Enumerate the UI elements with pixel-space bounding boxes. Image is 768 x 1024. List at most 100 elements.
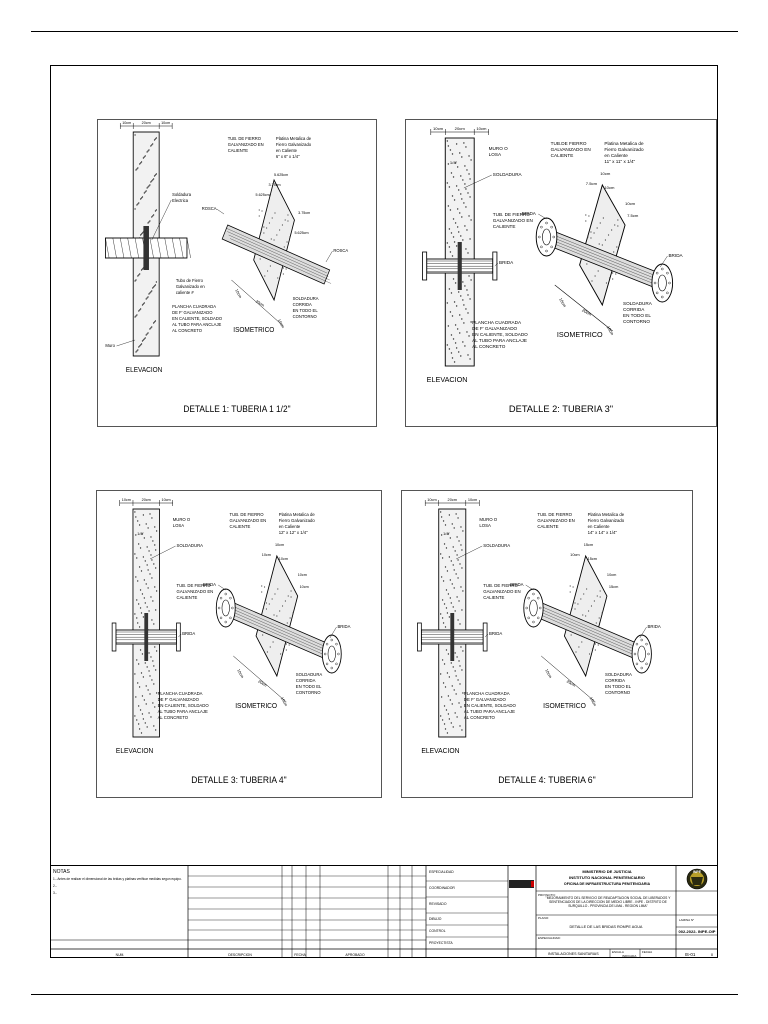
label-soldadura-corrida: EN TODO EL <box>623 313 651 318</box>
isometrico-title: ISOMETRICO <box>233 327 274 334</box>
dim-label: 20cm <box>581 308 593 317</box>
rev-header-num: NUM. <box>116 953 125 957</box>
dim-label: 10cm <box>262 552 271 557</box>
especialidad-value: INSTALACIONES SANITARIAS <box>548 952 599 956</box>
label-tubo: caliente # <box>176 290 194 295</box>
label-proyectista: PROYECTISTA <box>429 941 453 945</box>
label-muro: Muro <box>105 343 115 348</box>
label-losa: LOSA <box>479 523 491 528</box>
label-rosca-brida: BRIDA <box>337 624 350 629</box>
label-rosca-brida: BRIDA <box>203 582 216 587</box>
label-plancha: EN CALIENTE, SOLDADO <box>158 703 210 708</box>
label-tubo: Galvanizado en <box>176 284 205 289</box>
dim-label: 3.75cm <box>269 183 281 187</box>
rev-header-desc: DESCRIPCION <box>228 953 252 957</box>
label-muro: MURO O <box>479 517 497 522</box>
label-platina: en Caliente <box>276 148 298 153</box>
dim-label: 10cm <box>298 572 307 577</box>
dim-label: 10cm <box>433 126 444 131</box>
project-label: PROYECTO: <box>538 893 556 897</box>
plate-elevation <box>450 613 455 661</box>
label-tub: CALIENTE <box>177 595 198 600</box>
label-tub: TUB. DE FIERRO <box>493 212 531 217</box>
label-platina: Fierro Galvanizado <box>604 147 644 152</box>
dim-label: 10cm <box>280 696 289 707</box>
inpe-seal: INPE <box>686 868 708 890</box>
label-tub: TUB. DE FIERRO <box>177 583 212 588</box>
label-muro: MURO O <box>489 146 509 151</box>
dim-label: 10cm <box>544 668 553 680</box>
dim-label: 7.5cm <box>586 181 598 186</box>
label-platina-size: 12" x 12" x 1/4" <box>279 530 308 535</box>
dim-label: 10cm <box>606 325 616 336</box>
elevacion-title: ELEVACION <box>421 748 459 755</box>
label-platina: Platina Metalica de <box>604 141 644 146</box>
label-soldadura-corrida: SOLDADURA <box>296 672 323 677</box>
label-plancha: PLANCHA CUADRADA <box>158 691 203 696</box>
label-plancha: PLANCHA CUADRADA <box>472 320 522 325</box>
label-plancha: EN CALIENTE, SOLDADO <box>464 703 517 708</box>
label-brida: BRIDA <box>182 631 195 636</box>
label-platina: Fierro Galvanizado <box>588 518 625 523</box>
plate-elevation <box>457 242 462 290</box>
dim-label: 10cm <box>234 288 242 299</box>
label-plancha: AL TUBO PARA ANCLAJE <box>158 709 208 714</box>
dim-label: 10cm <box>589 696 598 708</box>
label-platina: Platina Metalica de <box>276 136 312 141</box>
rev-header-date: FECHA <box>294 953 306 957</box>
label-plancha: AL TUBO PARA ANCLAJE <box>464 709 515 714</box>
label-soldadura-corrida: EN TODO EL <box>605 684 632 689</box>
label-platina-size: 14" x 14" x 1/4" <box>588 530 618 535</box>
dim-label: 10cm <box>122 121 131 125</box>
label-soldadura-corrida: SOLDADURA <box>293 296 319 301</box>
dim-label: 1/4" <box>137 531 144 536</box>
dim-label: 10cm <box>570 552 580 557</box>
dim-label: 20cm <box>566 678 577 688</box>
label-plancha: EN CALIENTE, SOLDADO <box>172 316 223 321</box>
elevacion-title: ELEVACION <box>126 367 163 374</box>
dim-label: 10cm <box>625 201 636 206</box>
dim-label: 5.625cm <box>256 193 270 197</box>
notes-title: NOTAS <box>53 869 71 875</box>
label-soldadura-corrida: CONTORNO <box>293 314 318 319</box>
dim-label: 15cm <box>588 556 598 561</box>
flange-left <box>417 622 422 652</box>
label-soldadura-corrida: CONTORNO <box>623 319 650 324</box>
dim-label: 7.5cm <box>627 213 639 218</box>
label-tub-fierro: CALIENTE <box>537 524 558 529</box>
label-rosca-brida: BRIDA <box>510 582 523 587</box>
dim-label: 20cm <box>142 121 151 125</box>
dim-label: 10cm <box>161 497 170 502</box>
label-plancha: DE F' GALVANIZADO <box>172 310 213 315</box>
label-brida: BRIDA <box>489 631 502 636</box>
dim-label: 5.625cm <box>274 173 288 177</box>
label-soldadura-corrida: CORRIDA <box>293 302 312 307</box>
label-platina-size: 6" x 6" x 1/4" <box>276 154 300 159</box>
label-plancha: DE F' GALVANIZADO <box>472 326 517 331</box>
dim-label: 10cm <box>300 584 309 589</box>
dim-label: 10cm <box>236 668 245 679</box>
dim-label: 10cm <box>600 171 611 176</box>
entity-line-3: OFICINA DE INFRAESTRUCTURA PENITENCIARIA <box>564 882 651 886</box>
label-soldadura: SOLDADURA <box>177 543 204 548</box>
label-soldadura-corrida: CORRIDA <box>296 678 316 683</box>
consultant-logo <box>509 880 534 888</box>
flange-left <box>422 251 428 281</box>
label-platina: Fierro Galvanizado <box>279 518 315 523</box>
label-tub: GALVANIZADO EN <box>483 589 520 594</box>
label-soldadura-corrida: SOLDADURA <box>605 672 632 677</box>
isometrico-title: ISOMETRICO <box>543 703 586 710</box>
label-tub-fierro: TUB. DE FIERRO <box>230 512 265 517</box>
dim-label: 3.75cm <box>298 211 310 215</box>
label-tub: TUB. DE FIERRO <box>483 583 518 588</box>
label-coordinador: COORDINADOR <box>429 886 455 890</box>
dim-label: 1/4" <box>450 160 458 165</box>
flange-left <box>111 622 117 652</box>
label-soldadura: SOLDADURA <box>493 172 523 177</box>
plano-name: DETALLE DE LAS BRIDAS ROMPE AGUA <box>570 925 643 929</box>
label-soldadura: Soldadura <box>172 192 192 197</box>
